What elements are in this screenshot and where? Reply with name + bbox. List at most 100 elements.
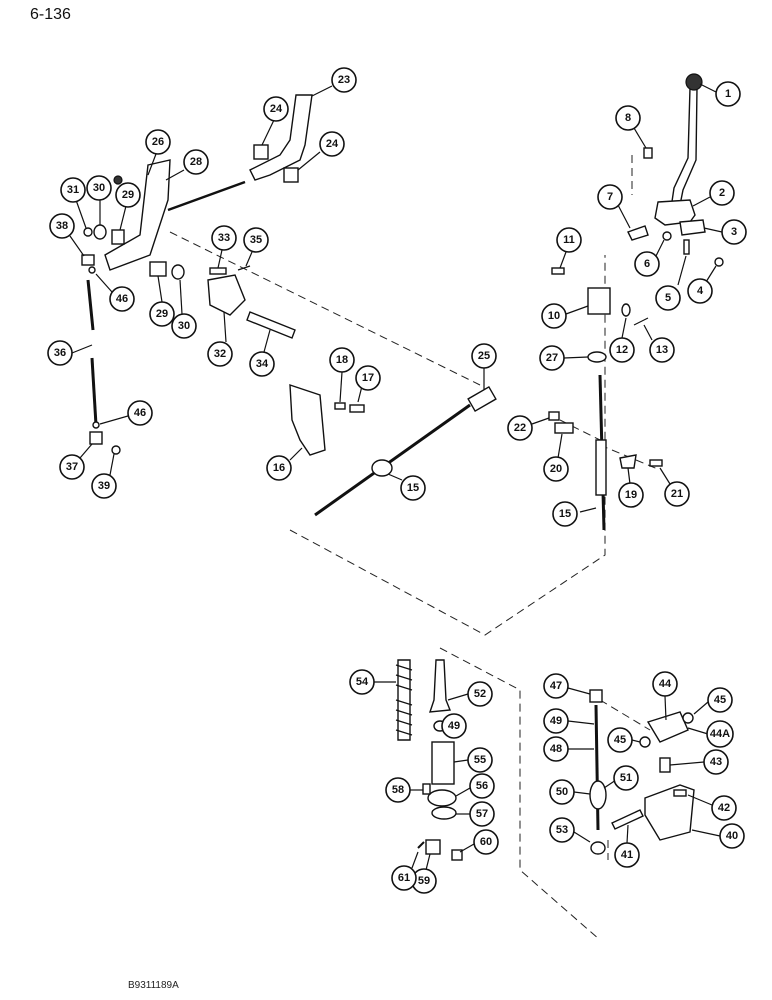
svg-text:38: 38 — [56, 220, 68, 232]
svg-text:51: 51 — [620, 772, 632, 784]
callout-24a: 24 — [261, 96, 289, 146]
callout-55: 55 — [453, 747, 493, 773]
svg-text:58: 58 — [392, 784, 404, 796]
pin-34 — [246, 311, 296, 339]
svg-text:5: 5 — [665, 292, 671, 304]
callout-41: 41 — [614, 824, 640, 868]
callout-57: 57 — [456, 801, 495, 827]
svg-text:37: 37 — [66, 461, 78, 473]
shaft-52 — [428, 659, 451, 713]
washer-45b — [639, 736, 651, 748]
callout-20: 20 — [543, 433, 569, 482]
nut-39 — [111, 445, 121, 455]
lower-right-assembly — [589, 689, 695, 855]
svg-text:2: 2 — [719, 187, 725, 199]
callout-16: 16 — [266, 447, 303, 481]
svg-text:45: 45 — [714, 694, 726, 706]
housing-44 — [646, 711, 689, 743]
callout-38: 38 — [49, 213, 85, 257]
callout-32: 32 — [207, 311, 233, 367]
svg-text:17: 17 — [362, 372, 374, 384]
callout-35: 35 — [243, 227, 269, 267]
callout-4: 4 — [687, 265, 717, 304]
clevis-pin — [551, 267, 565, 275]
callout-31: 31 — [60, 177, 87, 229]
svg-text:6: 6 — [644, 258, 650, 270]
callout-56: 56 — [455, 773, 495, 799]
lower-left-assembly — [395, 659, 463, 861]
svg-text:3: 3 — [731, 226, 737, 238]
bolt-33 — [209, 267, 227, 275]
callout-6: 6 — [634, 239, 665, 277]
bolt-43 — [659, 757, 671, 773]
washer-45a — [682, 712, 694, 724]
svg-text:35: 35 — [250, 234, 262, 246]
callout-50: 50 — [549, 779, 591, 805]
pedal-arm-23 — [249, 94, 313, 181]
callout-59: 59 — [411, 853, 437, 894]
bolt-21 — [649, 459, 663, 467]
svg-text:26: 26 — [152, 136, 164, 148]
nut-60 — [451, 849, 463, 861]
cable-sleeve — [595, 439, 607, 496]
callout-12: 12 — [609, 317, 635, 363]
rod-end-38 — [81, 254, 95, 266]
lock-nut — [587, 351, 607, 363]
callout-2: 2 — [692, 180, 735, 207]
svg-text:22: 22 — [514, 422, 526, 434]
bushing-24b — [283, 167, 299, 183]
svg-text:30: 30 — [93, 182, 105, 194]
callout-1: 1 — [699, 81, 741, 107]
gasket-57 — [431, 806, 457, 820]
svg-text:34: 34 — [256, 358, 269, 370]
nut-46a — [88, 266, 96, 274]
callout-54: 54 — [349, 669, 396, 695]
svg-text:7: 7 — [607, 191, 613, 203]
rod-end-47 — [589, 689, 603, 703]
bracket-32 — [207, 274, 246, 316]
bracket-40 — [644, 784, 695, 841]
shift-lever-assembly — [551, 73, 724, 363]
cable-bracket-16 — [289, 384, 326, 456]
svg-text:44A: 44A — [710, 728, 730, 740]
svg-text:30: 30 — [178, 320, 190, 332]
callout-24b: 24 — [297, 131, 345, 171]
svg-text:16: 16 — [273, 462, 285, 474]
figure-code: B9311189A — [128, 980, 179, 991]
linkage-rods — [81, 254, 121, 455]
nut-31 — [83, 227, 93, 237]
callout-44: 44 — [652, 671, 678, 721]
callout-58: 58 — [385, 777, 423, 803]
svg-text:53: 53 — [556, 824, 568, 836]
callout-33: 33 — [211, 225, 237, 269]
callout-45a: 45 — [693, 687, 733, 715]
pivot-cap — [679, 219, 706, 236]
center-cable — [289, 384, 497, 517]
callout-40: 40 — [691, 823, 745, 849]
svg-text:61: 61 — [398, 872, 410, 884]
nut-22 — [548, 411, 560, 421]
svg-text:42: 42 — [718, 802, 730, 814]
svg-text:31: 31 — [67, 184, 79, 196]
svg-text:18: 18 — [336, 354, 348, 366]
svg-text:24: 24 — [270, 103, 283, 115]
svg-text:41: 41 — [621, 849, 633, 861]
svg-text:50: 50 — [556, 786, 568, 798]
callout-53: 53 — [549, 817, 591, 843]
cable-end-25 — [467, 385, 497, 413]
callout-7: 7 — [597, 184, 631, 229]
svg-text:11: 11 — [563, 234, 575, 246]
pin-41 — [611, 809, 644, 830]
callout-23: 23 — [311, 67, 357, 97]
callout-30a: 30 — [86, 175, 112, 225]
tube-55 — [431, 741, 455, 785]
callout-30b: 30 — [171, 279, 197, 339]
callout-34: 34 — [249, 329, 275, 377]
svg-text:29: 29 — [122, 189, 134, 201]
callout-19: 19 — [618, 467, 644, 508]
svg-text:25: 25 — [478, 350, 490, 362]
nut-26 — [113, 175, 123, 185]
svg-text:45: 45 — [614, 734, 626, 746]
bolt-17 — [349, 404, 365, 413]
svg-text:19: 19 — [625, 489, 637, 501]
